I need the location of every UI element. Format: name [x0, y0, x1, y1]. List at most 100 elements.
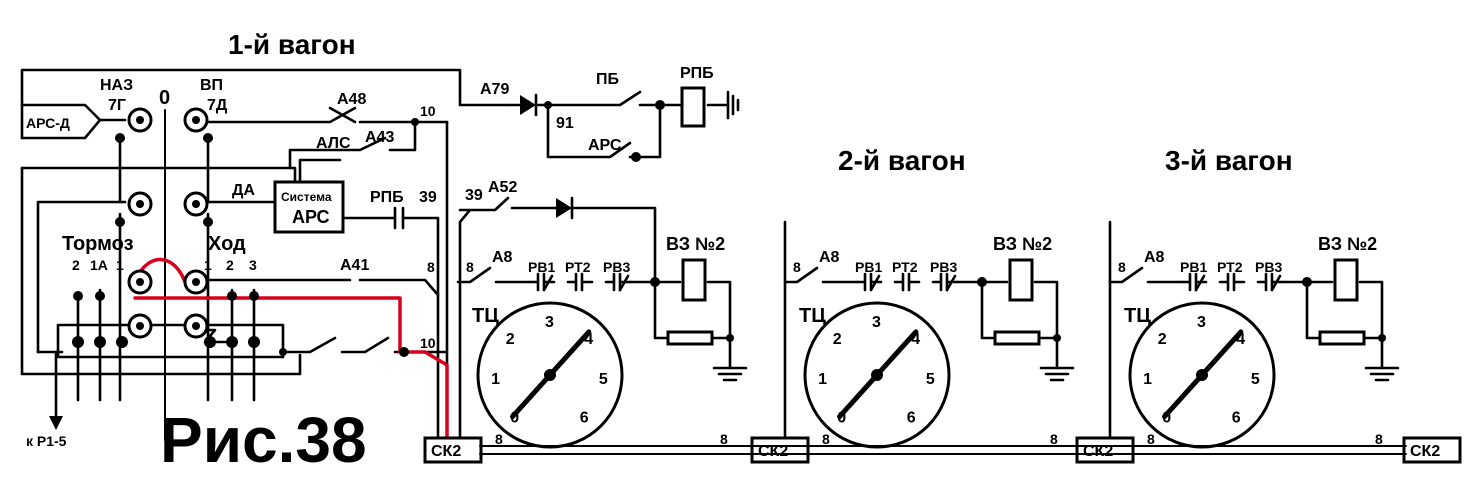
- sk2-end: СК2: [1402, 436, 1462, 464]
- gauge-tick-0: 0: [837, 409, 846, 426]
- label-39a: 39: [419, 189, 437, 206]
- label-10-top: 10: [420, 103, 436, 119]
- label-h2: 2: [226, 257, 234, 273]
- label-rt2: РТ2: [892, 259, 918, 275]
- contact-rv1: [528, 272, 556, 292]
- pb-circuit: [506, 90, 740, 162]
- label-rpb-mid: РПБ: [370, 189, 404, 206]
- label-rv3: РВ3: [1255, 259, 1282, 275]
- rpb-contact: [393, 206, 405, 230]
- label-wire8-right: 8: [1050, 431, 1058, 447]
- ars-system-line1: Система: [281, 190, 332, 204]
- ground-dot: [1378, 334, 1386, 342]
- gauge-tick-2: 2: [833, 331, 842, 348]
- label-a8: А8: [1144, 249, 1165, 266]
- label-rpb-top: РПБ: [680, 65, 714, 82]
- label-wire8-right: 8: [720, 431, 728, 447]
- sk2-connector: [750, 436, 810, 464]
- gauge-tick-6: 6: [1232, 409, 1241, 426]
- label-t1: 1: [116, 257, 124, 273]
- ground-lead: [710, 336, 732, 370]
- label-wire8-bottom: 8: [495, 431, 503, 447]
- label-vz2: ВЗ №2: [993, 234, 1052, 254]
- label-sk2-end: СК2: [1410, 443, 1440, 460]
- label-7g: 7Г: [108, 97, 126, 114]
- label-da: ДА: [232, 182, 255, 199]
- contact-rv3: [604, 272, 632, 292]
- ground-lead: [1037, 336, 1059, 370]
- label-sk2: СК2: [1083, 443, 1113, 460]
- label-a8: А8: [492, 249, 513, 266]
- label-wire8-right: 8: [1375, 431, 1383, 447]
- coil-lead-out: [706, 280, 732, 340]
- label-vz2: ВЗ №2: [1318, 234, 1377, 254]
- vz2-coil: [1008, 258, 1034, 302]
- vz2-coil: [1333, 258, 1359, 302]
- contact-rv3-slash: [1270, 274, 1282, 292]
- a8-contact: [783, 266, 819, 284]
- label-rv1: РВ1: [855, 259, 882, 275]
- resistor-lead: [653, 280, 670, 340]
- contact-rt2: [893, 272, 921, 292]
- label-rv1: РВ1: [1180, 259, 1207, 275]
- label-91: 91: [556, 115, 574, 132]
- gauge-tick-6: 6: [907, 409, 916, 426]
- gauge-tick-1: 1: [491, 371, 500, 388]
- label-naz: НАЗ: [100, 77, 133, 94]
- a52-line: [458, 196, 657, 442]
- label-wire8: 8: [466, 259, 474, 275]
- rpb-relay-coil: [680, 86, 706, 128]
- wagon-2-title: 2-й вагон: [838, 145, 966, 176]
- label-7d: 7Д: [207, 97, 228, 114]
- gauge-tick-5: 5: [1251, 371, 1260, 388]
- contact-rv3: [931, 272, 959, 292]
- label-ars-contact: АРС: [588, 137, 622, 154]
- label-10-bot: 10: [420, 335, 436, 351]
- label-t1a: 1А: [90, 257, 108, 273]
- ground-icon: [1364, 366, 1400, 382]
- ars-system-line2: АРС: [292, 207, 330, 227]
- figure-caption: Рис.38: [160, 404, 367, 476]
- contact-rv3-slash: [618, 274, 630, 292]
- gauge-tick-5: 5: [599, 371, 608, 388]
- resistor-lead: [1305, 280, 1322, 340]
- label-sk2: СК2: [431, 443, 461, 460]
- label-kr15: к Р1-5: [26, 433, 67, 449]
- label-rt2: РТ2: [1217, 259, 1243, 275]
- label-zero: 0: [159, 87, 170, 109]
- label-vz2: ВЗ №2: [666, 234, 725, 254]
- label-39b: 39: [465, 187, 483, 204]
- resistor: [666, 330, 714, 346]
- ground-icon: [712, 366, 748, 382]
- left-labels: НАЗ 7Г ВП 7Д 0 АРС-Д А48 А43 АЛС 10 ДА Р…: [26, 77, 437, 449]
- gauge-tick-4: 4: [584, 331, 593, 348]
- gauge-hub: [871, 369, 883, 381]
- label-a8: А8: [819, 249, 840, 266]
- contact-rv1: [1180, 272, 1208, 292]
- label-rv3: РВ3: [603, 259, 630, 275]
- label-als: АЛС: [316, 135, 351, 152]
- contact-rv1-slash: [542, 274, 554, 292]
- label-rt2: РТ2: [565, 259, 591, 275]
- vz2-coil: [681, 258, 707, 302]
- label-vp: ВП: [200, 77, 223, 94]
- label-tc: ТЦ: [472, 305, 499, 327]
- gauge-hub: [1196, 369, 1208, 381]
- label-a79: А79: [480, 81, 509, 98]
- label-a48: А48: [337, 91, 366, 108]
- resistor: [1318, 330, 1366, 346]
- label-tormoz: Тормоз: [62, 233, 134, 255]
- label-wire8-bottom: 8: [822, 431, 830, 447]
- a8-contact: [1108, 266, 1144, 284]
- left-wiring: [20, 68, 510, 442]
- label-h1: 1: [204, 257, 212, 273]
- resistor-lead: [980, 280, 997, 340]
- gauge-tick-3: 3: [872, 314, 881, 331]
- label-tc: ТЦ: [799, 305, 826, 327]
- label-rv3: РВ3: [930, 259, 957, 275]
- ground-dot: [726, 334, 734, 342]
- label-rv1: РВ1: [528, 259, 555, 275]
